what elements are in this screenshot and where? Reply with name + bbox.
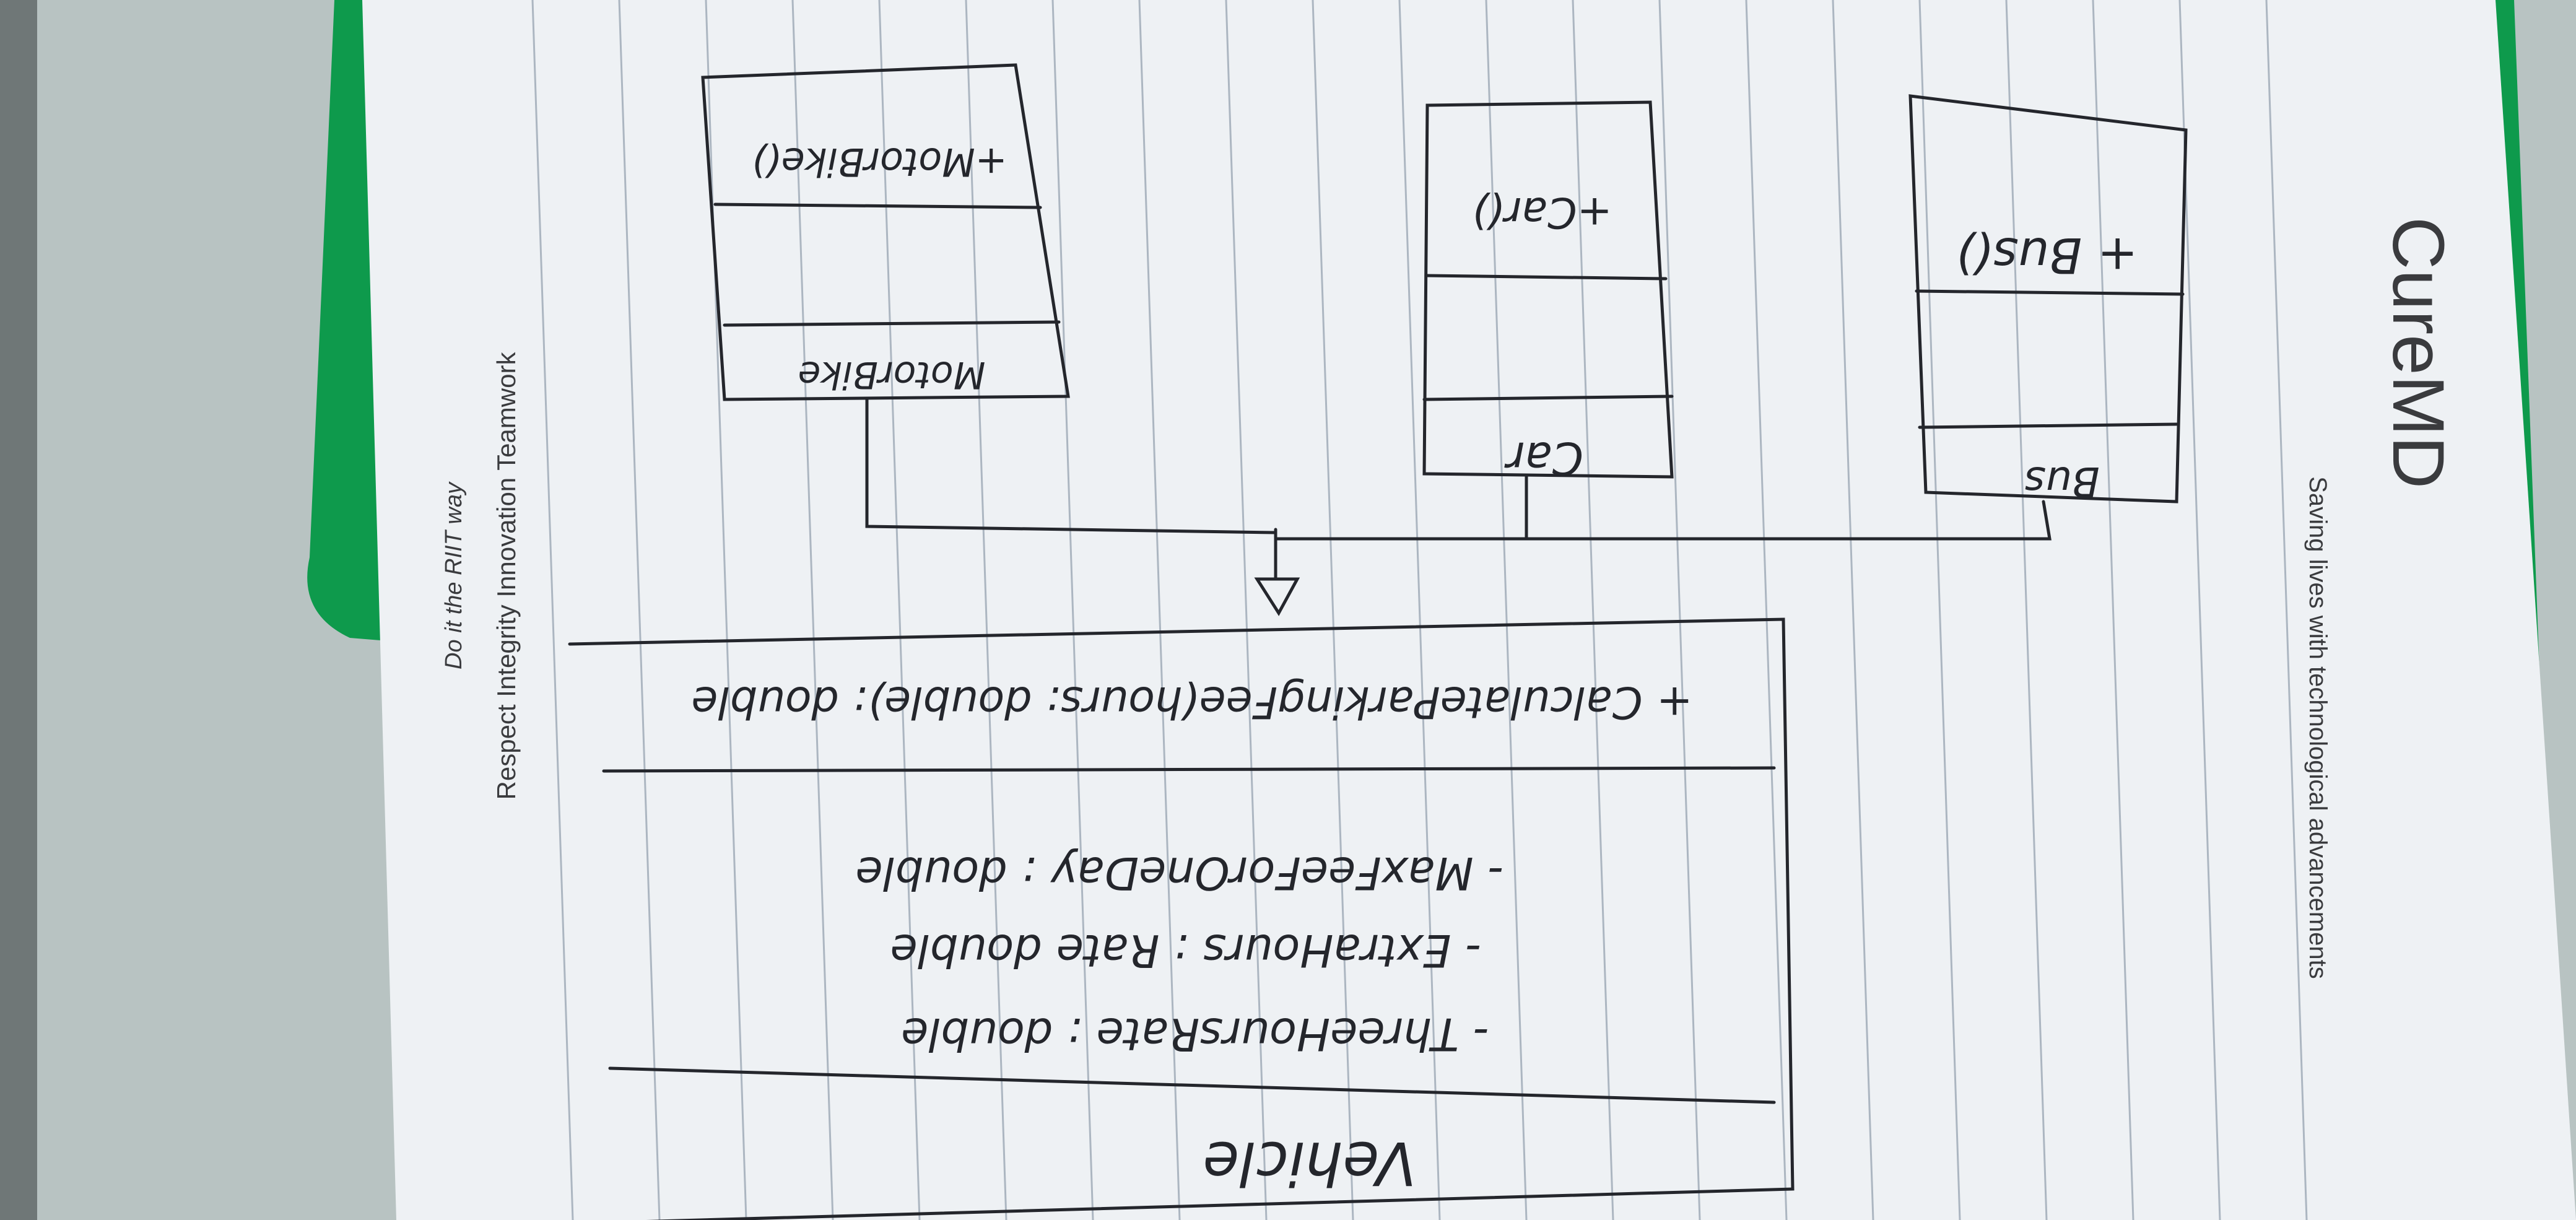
car-ctor-group: +Car() (1471, 188, 1612, 237)
motto-group: Do it the RIIT way (441, 481, 467, 669)
uml-diagram (568, 63, 2188, 1220)
motorbike-class-box (701, 63, 1070, 401)
car-name-group: Car (1504, 432, 1583, 484)
bus-class-box (1908, 94, 2188, 503)
bus-ctor-group: + Bus() (1956, 227, 2138, 282)
ruled-lines (531, 0, 2308, 1220)
vehicle-attribute: - MaxFeeForOneDay : double (856, 847, 1504, 899)
motorbike-divider-1 (713, 203, 1042, 209)
vehicle-attribute: - ThreeHoursRate : double (901, 1008, 1489, 1060)
bus-divider-1 (1915, 289, 2185, 296)
motorbike-ctor-group: +MotorBike() (751, 139, 1007, 185)
values-line: Respect Integrity Innovation Teamwork (492, 352, 521, 800)
motorbike-class-name: MotorBike (798, 353, 986, 396)
method-group: + CalculateParkingFee(hours: double): do… (691, 677, 1692, 728)
attr-1-group: - ThreeHoursRate : double (901, 1008, 1489, 1060)
motto-line: Do it the RIIT way (441, 481, 467, 669)
bus-connector (1274, 500, 2052, 541)
motorbike-constructor: +MotorBike() (751, 139, 1007, 185)
car-divider-1 (1425, 274, 1668, 281)
vehicle-methods-divider (602, 766, 1776, 773)
brand-tagline: Saving lives with technological advancem… (2304, 476, 2331, 979)
vehicle-name-divider (608, 1066, 1776, 1104)
car-class-name: Car (1504, 432, 1583, 484)
bus-name-group: Bus (2024, 458, 2100, 505)
motorbike-divider-2 (723, 320, 1061, 327)
table-edge (0, 0, 37, 1220)
vehicle-class-name: Vehicle (1203, 1128, 1416, 1198)
brand-group: CureMD (2377, 217, 2459, 489)
vehicle-class-box (568, 617, 1795, 1220)
paper-page (362, 0, 2576, 1220)
vehicle-method: + CalculateParkingFee(hours: double): do… (691, 677, 1692, 728)
bus-divider-2 (1918, 422, 2178, 429)
vehicle-name-group: Vehicle (1203, 1128, 1416, 1198)
car-divider-2 (1422, 394, 1674, 401)
motorbike-connector (865, 398, 1277, 534)
car-class-box (1422, 100, 1674, 479)
brand-logo-text: CureMD (2377, 217, 2459, 489)
car-constructor: +Car() (1471, 188, 1612, 237)
motorbike-name-group: MotorBike (798, 353, 986, 396)
bus-constructor: + Bus() (1956, 227, 2138, 282)
attr-3-group: - MaxFeeForOneDay : double (856, 847, 1504, 899)
attr-2-group: - ExtraHours : Rate double (890, 925, 1482, 977)
tagline-group: Saving lives with technological advancem… (2304, 476, 2331, 979)
inheritance-arrow (1254, 577, 1300, 616)
bus-class-name: Bus (2024, 458, 2100, 505)
vehicle-attribute: - ExtraHours : Rate double (890, 925, 1482, 977)
values-group: Respect Integrity Innovation Teamwork (492, 352, 521, 800)
